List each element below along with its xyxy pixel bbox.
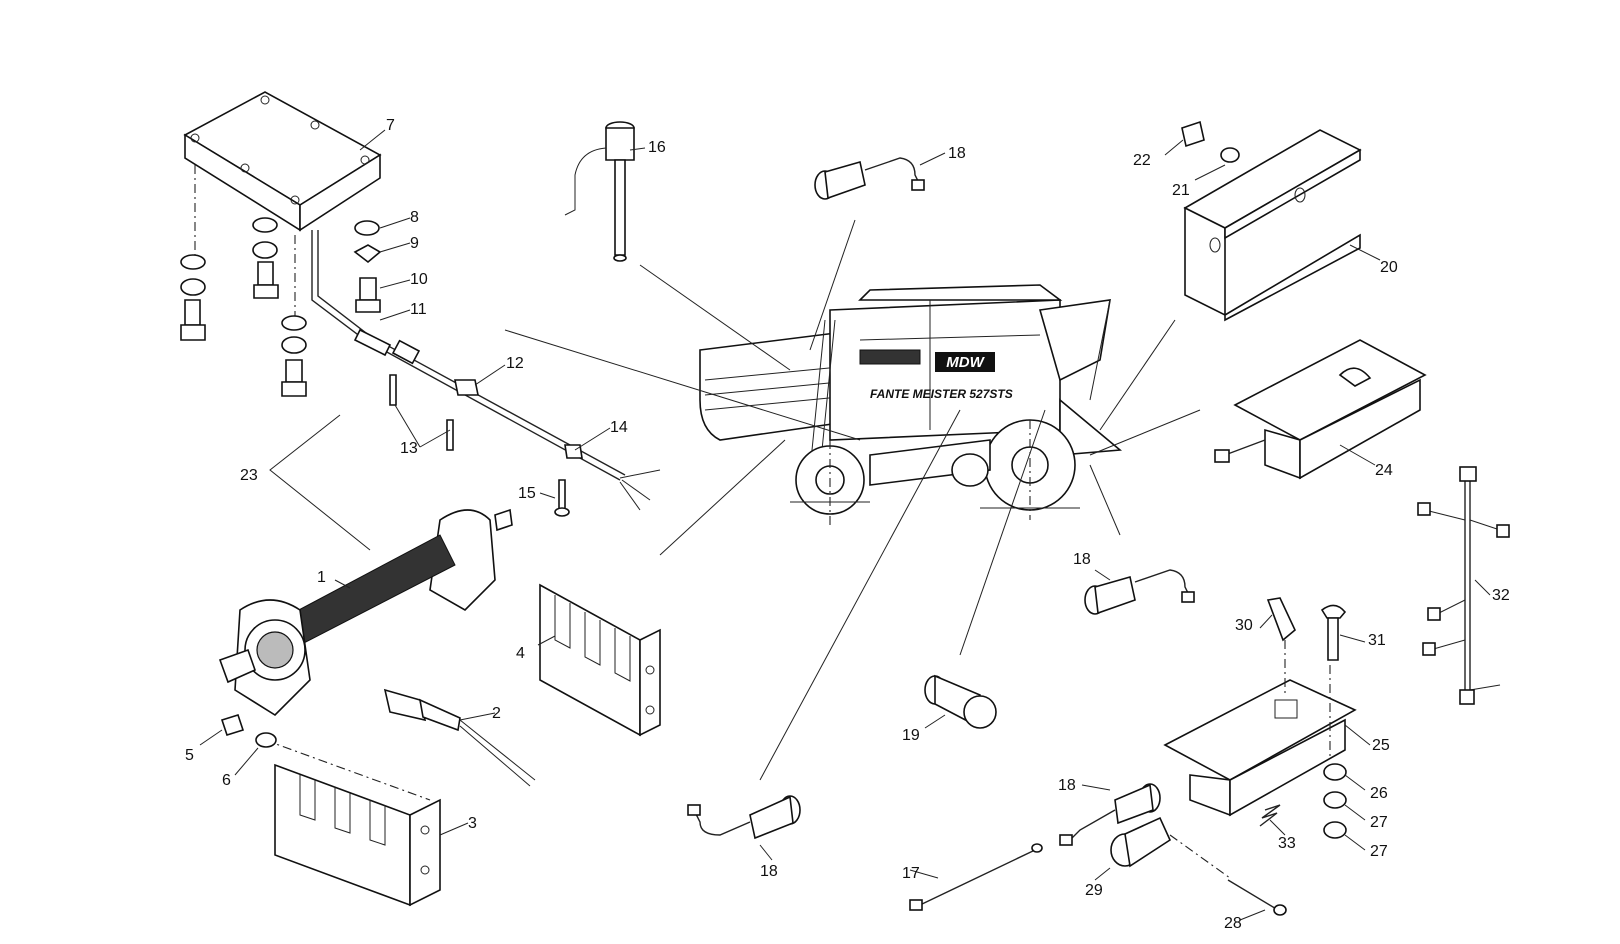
part-18-sensor-top (814, 157, 925, 200)
label-6: 6 (222, 772, 231, 789)
label-9: 9 (410, 235, 419, 252)
label-10: 10 (410, 271, 428, 288)
label-8: 8 (410, 209, 419, 226)
label-31: 31 (1368, 632, 1386, 649)
callout-leaders (199, 129, 1491, 921)
label-26: 26 (1370, 785, 1388, 802)
label-3: 3 (468, 815, 477, 832)
leader-lines (269, 219, 1201, 781)
label-15: 15 (518, 485, 536, 502)
part-25-switch-box (1163, 679, 1357, 817)
part-20-bracket (1183, 129, 1362, 322)
label-7: 7 (386, 117, 395, 134)
label-17: 17 (902, 865, 920, 882)
parts-13-15-screws (389, 374, 570, 517)
label-2: 2 (492, 705, 501, 722)
label-18-bottom-right: 18 (1058, 777, 1076, 794)
parts-26-27-nuts (1323, 763, 1347, 839)
svg-text:MDW: MDW (946, 354, 985, 371)
part-18-sensor-bottom-right (1059, 783, 1161, 846)
label-16: 16 (648, 139, 666, 156)
label-23: 23 (240, 467, 258, 484)
part-18-sensor-right (1084, 569, 1195, 615)
combine-harvester: MDW FANTE MEISTER 527STS (699, 284, 1123, 525)
part-2-sensor-probe (383, 688, 536, 787)
part-28-cotter (1227, 879, 1287, 916)
label-28: 28 (1224, 915, 1242, 932)
label-4: 4 (516, 645, 525, 662)
part-number-labels: 1 2 3 4 5 6 7 8 9 10 11 12 13 14 15 16 1… (185, 117, 1510, 932)
label-27a: 27 (1370, 814, 1388, 831)
label-21: 21 (1172, 182, 1190, 199)
part-1-cylinder (218, 508, 513, 717)
part-24-control-box (1214, 339, 1427, 480)
part-30-lever (1266, 597, 1296, 642)
label-5: 5 (185, 747, 194, 764)
label-33: 33 (1278, 835, 1296, 852)
part-11-cable (311, 230, 661, 511)
label-20: 20 (1380, 259, 1398, 276)
brand-badge: MDW (935, 352, 995, 372)
part-19-plug (924, 674, 997, 729)
label-18-top: 18 (948, 145, 966, 162)
label-11: 11 (410, 301, 427, 318)
label-18-right: 18 (1073, 551, 1091, 568)
parts-8-9-10 (353, 220, 382, 313)
model-badge: FANTE MEISTER 527STS (870, 387, 1013, 401)
part-18-sensor-bottom-left (687, 795, 801, 840)
label-18-bottom-left: 18 (760, 863, 778, 880)
label-27b: 27 (1370, 843, 1388, 860)
part-29-pin (1110, 816, 1172, 868)
label-29: 29 (1085, 882, 1103, 899)
part-7-mounting-plate (183, 91, 382, 232)
label-14: 14 (610, 419, 628, 436)
parts-5-6 (220, 714, 277, 748)
part-32-harness (1417, 466, 1510, 705)
part-33-spring (1259, 804, 1281, 827)
part-31-bolt (1320, 604, 1347, 661)
label-24: 24 (1375, 462, 1393, 479)
part-16-sender (564, 121, 635, 262)
label-25: 25 (1372, 737, 1390, 754)
label-19: 19 (902, 727, 920, 744)
label-1: 1 (317, 569, 326, 586)
label-32: 32 (1492, 587, 1510, 604)
label-12: 12 (506, 355, 524, 372)
part-3-centerline (264, 739, 431, 801)
part-28-centerline (1169, 834, 1231, 879)
part-17-wire (909, 843, 1043, 911)
label-30: 30 (1235, 617, 1253, 634)
parts-21-22 (1181, 120, 1240, 163)
parts-12-14-clamps (454, 379, 583, 459)
part-3-bracket (274, 763, 441, 907)
part-4-bracket (539, 583, 661, 737)
label-13: 13 (400, 440, 418, 457)
label-22: 22 (1133, 152, 1151, 169)
washers-bolts-left (180, 217, 307, 397)
